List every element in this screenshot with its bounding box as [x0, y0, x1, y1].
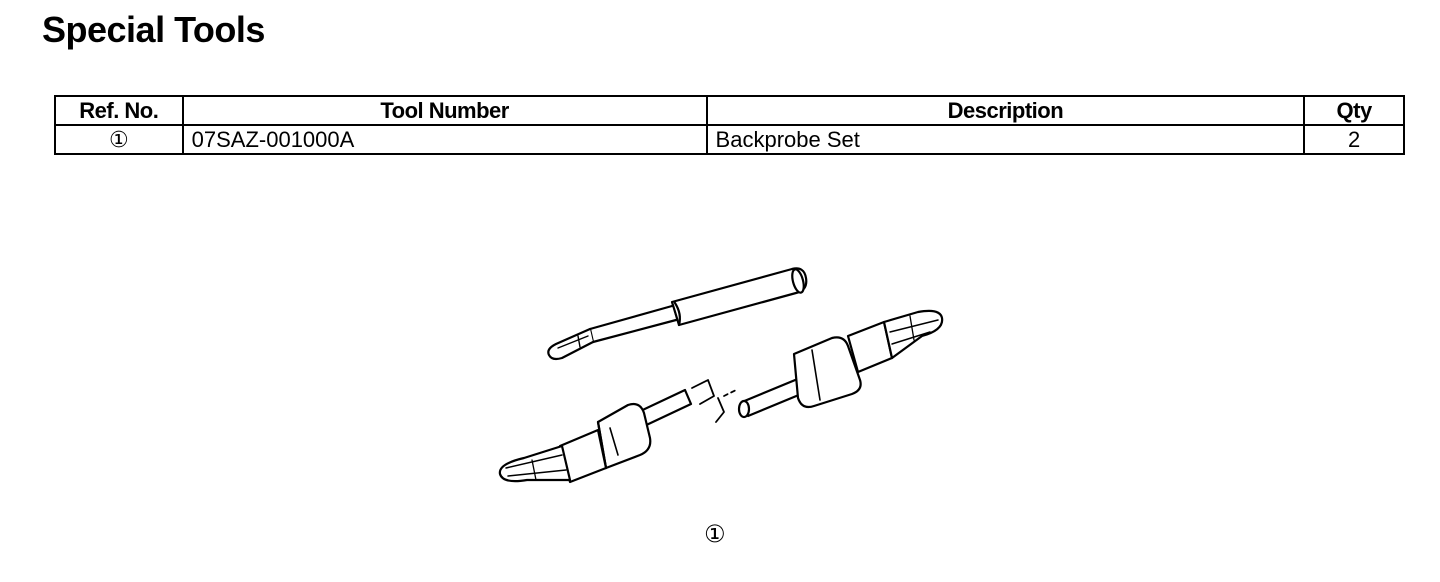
backprobe-set-illustration: [498, 267, 944, 484]
left-banana-plug-icon: [498, 388, 693, 484]
wire-break-icon: [691, 379, 737, 423]
special-tools-table: Ref. No. Tool Number Description Qty ① 0…: [54, 95, 1405, 155]
table-header-row: Ref. No. Tool Number Description Qty: [54, 95, 1405, 126]
probe-needle-icon: [547, 267, 808, 361]
cell-description: Backprobe Set: [705, 124, 1306, 155]
table-row: ① 07SAZ-001000A Backprobe Set 2: [54, 124, 1405, 155]
column-header-tool-number: Tool Number: [181, 95, 708, 126]
cell-qty: 2: [1303, 124, 1405, 155]
page-title: Special Tools: [42, 9, 265, 50]
right-banana-plug-icon: [737, 309, 944, 419]
column-header-ref-no: Ref. No.: [54, 95, 184, 126]
cell-tool-number: 07SAZ-001000A: [181, 124, 708, 155]
column-header-description: Description: [705, 95, 1306, 126]
figure-label: ①: [704, 521, 726, 548]
cell-ref-no: ①: [54, 124, 184, 155]
column-header-qty: Qty: [1303, 95, 1405, 126]
